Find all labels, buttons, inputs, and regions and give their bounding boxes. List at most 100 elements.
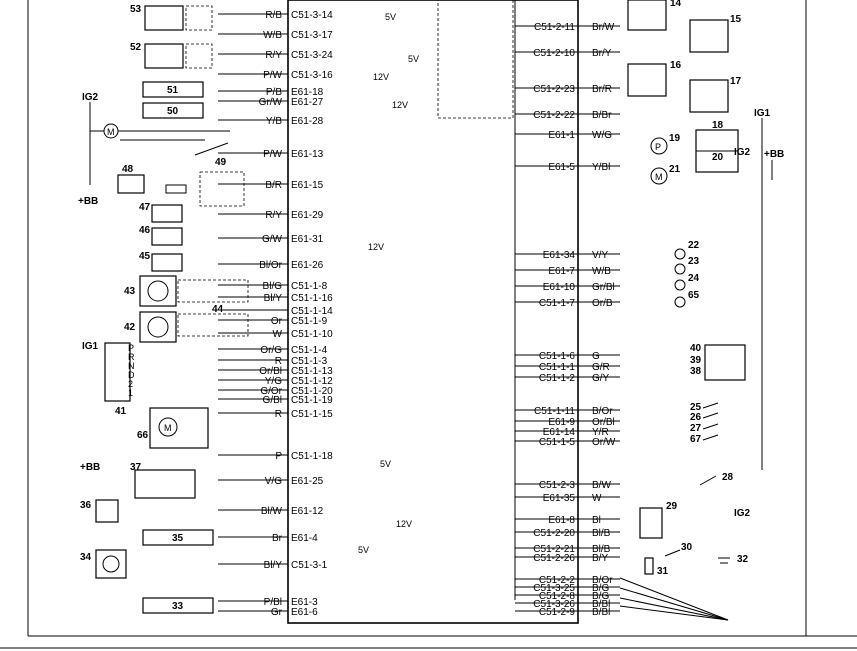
left-wire-color-15: Or bbox=[271, 316, 283, 327]
left-pin-label-4: E61-18 bbox=[291, 87, 324, 98]
left-pin-label-23: C51-1-15 bbox=[291, 409, 333, 420]
left-wire-color-27: Br bbox=[272, 533, 283, 544]
right-wire-color-24: B/G bbox=[592, 583, 609, 594]
svg-text:32: 32 bbox=[737, 554, 749, 565]
svg-text:D: D bbox=[128, 370, 135, 380]
svg-text:39: 39 bbox=[690, 355, 702, 366]
svg-text:36: 36 bbox=[80, 500, 92, 511]
left-pin-label-29: E61-3 bbox=[291, 597, 318, 608]
connector-37: 37 bbox=[130, 462, 196, 499]
left-pin-label-27: E61-4 bbox=[291, 533, 318, 544]
left-wire-color-23: R bbox=[275, 409, 282, 420]
left-wire-color-20: Y/G bbox=[265, 376, 282, 387]
left-pin-label-26: E61-12 bbox=[291, 506, 324, 517]
right-wire-color-1: Br/Y bbox=[592, 48, 612, 59]
right-pin-label-25: C51-2-8 bbox=[539, 591, 576, 602]
switch-group-25: 25 26 27 67 bbox=[690, 402, 719, 445]
ig1-left-label: IG1 bbox=[82, 341, 99, 352]
right-pin-label-0: C51-2-11 bbox=[534, 22, 575, 33]
right-pin-label-9: C51-1-7 bbox=[539, 298, 576, 309]
left-wire-color-10: G/W bbox=[262, 234, 283, 245]
right-pin-label-7: E61-7 bbox=[548, 266, 575, 277]
right-wire-color-22: B/Y bbox=[592, 553, 608, 564]
left-pin-label-24: C51-1-18 bbox=[291, 451, 333, 462]
right-pin-label-27: C51-2-9 bbox=[539, 607, 576, 618]
left-pin-label-30: E61-6 bbox=[291, 607, 318, 618]
v12-label-b: 12V bbox=[392, 100, 408, 110]
left-wire-color-13: Bl/Y bbox=[264, 293, 283, 304]
svg-text:47: 47 bbox=[139, 202, 151, 213]
right-wire-color-5: Y/Bl bbox=[592, 162, 610, 173]
v12-label-a: 12V bbox=[373, 72, 389, 82]
component-45: 45 bbox=[139, 251, 183, 272]
sensor-42: 42 bbox=[124, 311, 249, 343]
right-wire-color-14: Or/Bl bbox=[592, 417, 615, 428]
svg-text:17: 17 bbox=[730, 76, 742, 87]
right-pin-label-6: E61-34 bbox=[543, 250, 576, 261]
left-pin-label-16: C51-1-10 bbox=[291, 329, 333, 340]
svg-text:30: 30 bbox=[681, 542, 693, 553]
svg-text:46: 46 bbox=[139, 225, 151, 236]
ground-fan-lines bbox=[619, 577, 729, 621]
right-pin-label-17: C51-2-3 bbox=[539, 480, 576, 491]
component-35: 35 bbox=[142, 529, 214, 546]
svg-text:51: 51 bbox=[167, 85, 179, 96]
svg-text:35: 35 bbox=[172, 533, 184, 544]
bb-right-label: +BB bbox=[764, 149, 784, 160]
left-wire-color-26: Bl/W bbox=[261, 506, 283, 517]
sensor-34: 34 bbox=[80, 549, 127, 579]
svg-text:25: 25 bbox=[690, 402, 702, 413]
left-wire-color-6: Y/B bbox=[266, 116, 282, 127]
right-wire-color-4: W/G bbox=[592, 130, 612, 141]
svg-text:50: 50 bbox=[167, 106, 179, 117]
svg-text:65: 65 bbox=[688, 290, 700, 301]
right-wire-color-21: Bl/B bbox=[592, 544, 611, 555]
relay-14: 14 bbox=[627, 0, 682, 31]
svg-text:15: 15 bbox=[730, 14, 742, 25]
right-pin-label-8: E61-10 bbox=[543, 282, 576, 293]
right-pin-label-11: C51-1-1 bbox=[539, 362, 576, 373]
right-wire-color-7: W/B bbox=[592, 266, 611, 277]
left-pin-label-7: E61-13 bbox=[291, 149, 324, 160]
motor-49-group: M 49 bbox=[90, 123, 230, 168]
svg-text:21: 21 bbox=[669, 164, 681, 175]
svg-text:P: P bbox=[128, 343, 134, 353]
svg-text:19: 19 bbox=[669, 133, 681, 144]
left-pin-label-0: C51-3-14 bbox=[291, 10, 333, 21]
battery-32: 32 bbox=[718, 554, 749, 565]
ig2-right-label: IG2 bbox=[734, 147, 751, 158]
right-pin-label-22: C51-2-26 bbox=[533, 553, 575, 564]
component-33: 33 bbox=[142, 597, 214, 614]
svg-text:14: 14 bbox=[670, 0, 682, 9]
switch-30: 30 bbox=[664, 542, 693, 557]
pump-19: P 19 bbox=[650, 133, 681, 155]
relay-29: 29 bbox=[639, 501, 678, 539]
v5-label-d: 5V bbox=[358, 545, 369, 555]
svg-text:53: 53 bbox=[130, 4, 142, 15]
svg-text:38: 38 bbox=[690, 366, 702, 377]
right-wire-color-25: B/G bbox=[592, 591, 609, 602]
switch-28: 28 bbox=[699, 472, 734, 486]
ecu-dashed-section bbox=[437, 0, 514, 119]
right-pin-label-12: C51-1-2 bbox=[539, 373, 576, 384]
left-pin-label-22: C51-1-19 bbox=[291, 395, 333, 406]
lamps-group: 22 23 24 65 bbox=[674, 240, 700, 308]
left-pin-label-10: E61-31 bbox=[291, 234, 324, 245]
right-pin-label-19: E61-8 bbox=[548, 515, 575, 526]
svg-text:42: 42 bbox=[124, 322, 136, 333]
left-wire-color-19: Or/Bl bbox=[259, 366, 282, 377]
component-52: 52 bbox=[130, 42, 213, 69]
svg-text:43: 43 bbox=[124, 286, 136, 297]
left-pin-label-2: C51-3-24 bbox=[291, 50, 333, 61]
left-pin-label-6: E61-28 bbox=[291, 116, 324, 127]
v12-label-d: 12V bbox=[396, 519, 412, 529]
left-wire-color-8: B/R bbox=[265, 180, 282, 191]
svg-text:26: 26 bbox=[690, 412, 702, 423]
left-pin-label-1: C51-3-17 bbox=[291, 30, 333, 41]
left-pin-label-9: E61-29 bbox=[291, 210, 324, 221]
left-pin-label-21: C51-1-20 bbox=[291, 386, 333, 397]
right-pin-label-15: E61-14 bbox=[543, 427, 576, 438]
right-pin-label-24: C51-3-25 bbox=[533, 583, 575, 594]
motor-66: M 66 bbox=[137, 407, 209, 449]
